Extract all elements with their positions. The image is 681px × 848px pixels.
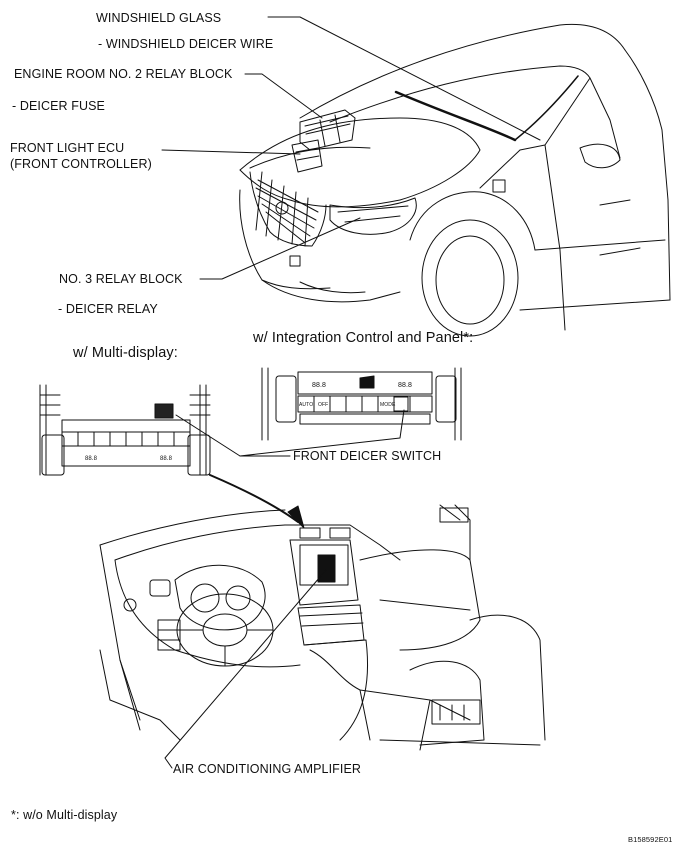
label-with-integration-panel: w/ Integration Control and Panel*:	[253, 330, 474, 346]
label-deicer-relay: - DEICER RELAY	[58, 302, 158, 316]
panel-off-button[interactable]: OFF	[318, 402, 329, 408]
panel-auto-button[interactable]: AUTO	[299, 402, 314, 408]
label-with-multi-display: w/ Multi-display:	[73, 345, 178, 361]
arrow-to-cabin	[209, 474, 299, 523]
label-windshield-deicer-wire: - WINDSHIELD DEICER WIRE	[98, 37, 274, 51]
multi-display-temp-right: 88.8	[160, 456, 173, 462]
label-front-controller: (FRONT CONTROLLER)	[10, 157, 152, 171]
label-footnote: *: w/o Multi-display	[11, 808, 118, 822]
label-windshield-glass: WINDSHIELD GLASS	[96, 11, 222, 25]
label-air-conditioning-amplifier: AIR CONDITIONING AMPLIFIER	[173, 762, 362, 776]
multi-display-panel-drawing	[39, 384, 211, 476]
front-deicer-switch-integration[interactable]	[393, 396, 409, 412]
leader-lines-car	[161, 16, 541, 280]
front-deicer-switch-multi[interactable]	[154, 403, 174, 419]
label-front-deicer-switch: FRONT DEICER SWITCH	[293, 449, 442, 463]
multi-display-temp-left: 88.8	[85, 456, 98, 462]
leader-line-amplifier	[164, 569, 327, 769]
panel-display-temp-right: 88.8	[398, 382, 413, 389]
car-exterior-drawing	[239, 23, 671, 337]
panel-mode-button[interactable]: MODE	[380, 402, 396, 408]
label-deicer-fuse: - DEICER FUSE	[12, 99, 105, 113]
panel-display-temp-left: 88.8	[312, 382, 327, 389]
leader-lines-switch	[175, 409, 405, 457]
label-no3-relay-block: NO. 3 RELAY BLOCK	[59, 272, 183, 286]
label-front-light-ecu: FRONT LIGHT ECU	[10, 141, 125, 155]
integration-panel-drawing	[261, 367, 462, 441]
cabin-interior-drawing	[99, 504, 546, 751]
label-engine-room-relay-block: ENGINE ROOM NO. 2 RELAY BLOCK	[14, 67, 233, 81]
arrow-head	[287, 505, 305, 529]
label-figure-id: B158592E01	[628, 835, 673, 844]
